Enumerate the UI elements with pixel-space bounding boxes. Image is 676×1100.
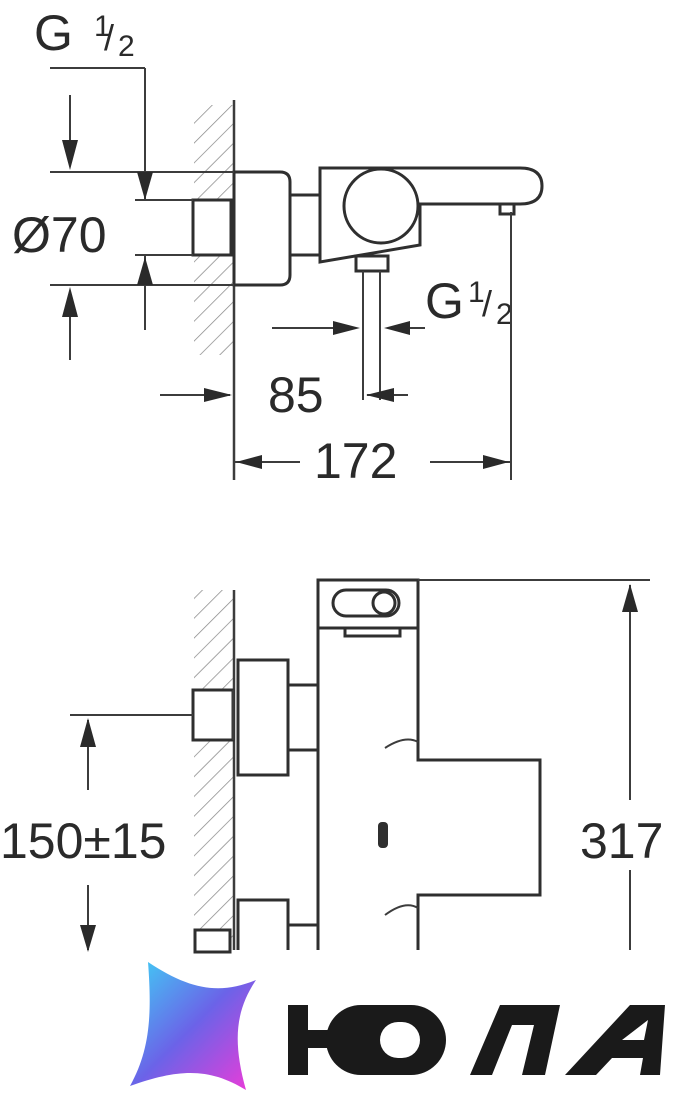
- wall-hatch-front: [194, 590, 234, 950]
- upper-connector-front: [191, 688, 235, 742]
- lower-escutcheon-front: [236, 898, 290, 950]
- outlet-thread-num: 1: [468, 276, 485, 309]
- upper-arm-front: [286, 683, 320, 752]
- inlet-thread-den: 2: [118, 30, 135, 63]
- cap-ring: [343, 626, 402, 638]
- inlet-thread-arrow-down: [137, 172, 153, 200]
- dia-arrow-lower: [62, 287, 78, 317]
- inlet-thread-arrow-up: [137, 257, 153, 285]
- total-height-label: 317: [580, 813, 663, 869]
- dim172-arrow-left: [236, 455, 262, 469]
- outlet-thread-main: G: [425, 273, 464, 329]
- inlet-thread-main: G: [34, 5, 73, 61]
- control-handle: [342, 167, 420, 245]
- body-curve-lower: [384, 904, 419, 916]
- outlet-thread-den: 2: [496, 298, 513, 331]
- dia-arrow-upper: [62, 140, 78, 170]
- wall-connector-top: [191, 198, 233, 257]
- lower-connector-front: [193, 928, 232, 954]
- dim85-arrow-right: [366, 388, 394, 402]
- outlet-thread-slash: /: [482, 283, 492, 324]
- wall-diameter-label: Ø70: [12, 207, 107, 263]
- lower-arm-front: [286, 923, 320, 950]
- escutcheon-top: [232, 170, 292, 287]
- spout-nozzle: [498, 202, 516, 216]
- dim317-arrow-up: [622, 584, 638, 612]
- dim172-arrow-right: [483, 455, 509, 469]
- connection-arm: [288, 193, 322, 257]
- outlet-thread-arrow-right: [384, 321, 410, 335]
- logo-wordmark-counter: [380, 1022, 420, 1058]
- brand-logo: [130, 962, 665, 1090]
- dim150-arrow-down: [80, 925, 96, 952]
- outlet-thread-arrow-left: [333, 321, 360, 335]
- indicator-mark: [378, 822, 388, 848]
- inlet-height-label: 150±15: [0, 813, 166, 869]
- logo-star-mark: [130, 962, 256, 1090]
- top-knob-dial: [371, 590, 397, 616]
- top-view: Ø70 G 1 / 2 G 1 / 2 85 172: [12, 5, 544, 489]
- inlet-thread-num: 1: [94, 10, 111, 43]
- main-body-front: [316, 628, 542, 950]
- projection-label: 172: [314, 433, 397, 489]
- upper-escutcheon-front: [236, 658, 290, 777]
- lower-outlet: [354, 254, 390, 273]
- body-curve-upper: [384, 738, 419, 749]
- dim85-arrow-left: [204, 388, 232, 402]
- front-view: 150±15 317: [0, 578, 663, 954]
- logo-wordmark-shape: [288, 1005, 665, 1075]
- dim150-arrow-up: [80, 718, 96, 747]
- inlet-thread-slash: /: [104, 17, 114, 58]
- outlet-offset-label: 85: [268, 367, 324, 423]
